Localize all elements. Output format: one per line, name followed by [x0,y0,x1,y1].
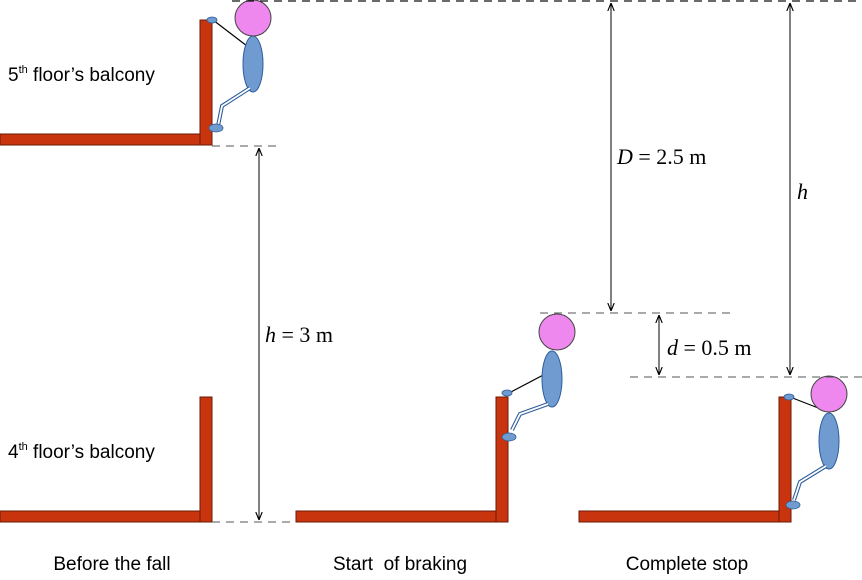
fourth-floor-label: 4th floor’s balcony [8,441,155,463]
fifth-floor-balcony [0,19,213,146]
fourth-floor-balcony-braking [295,396,509,523]
caption-complete-stop: Complete stop [626,554,749,575]
person-start-of-braking [501,313,576,442]
D-label: D = 2.5 m [616,144,706,169]
fifth-floor-label: 5th floor’s balcony [8,64,155,86]
reference-lines [212,0,862,523]
fourth-floor-balcony-before [0,396,213,523]
person-complete-stop [783,375,848,510]
fourth-floor-balcony-stop [578,396,792,523]
person-before-fall [206,0,272,133]
h-total-label: h [797,179,808,204]
dimension-arrows [259,3,790,520]
h-fall-label: h = 3 m [265,322,333,347]
d-label: d = 0.5 m [667,335,752,360]
caption-start-of-braking: Start of braking [333,554,467,575]
caption-before-fall: Before the fall [53,554,170,575]
